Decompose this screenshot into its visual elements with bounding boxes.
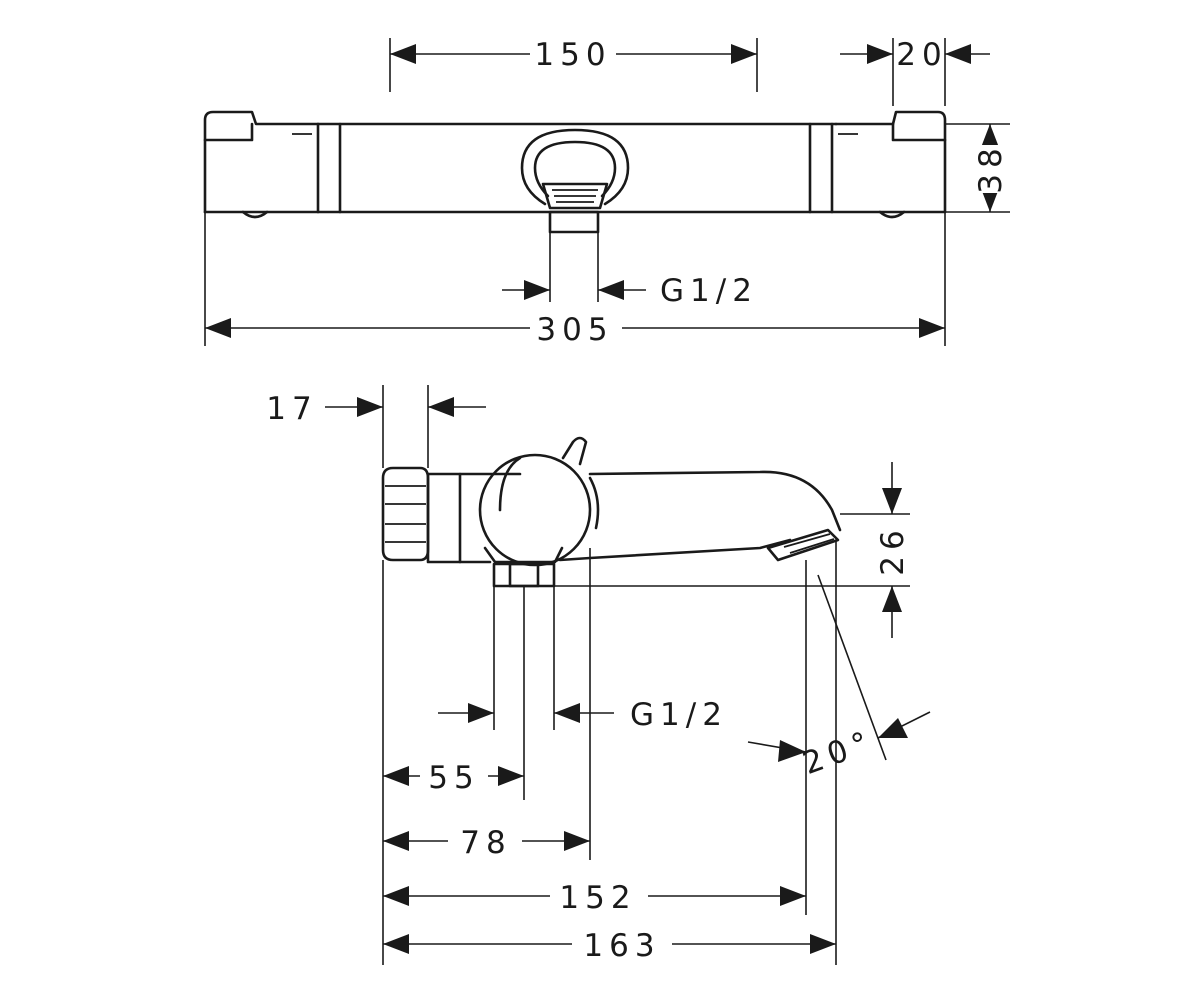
dimension-g12-side: G1/2 [438,697,728,733]
top-view: 150 20 38 [203,37,1010,348]
dimension-150: 150 [389,37,758,92]
dimension-55: 55 [383,760,524,796]
dimension-78: 78 [383,825,590,861]
dimension-163: 163 [383,928,836,964]
label-55: 55 [428,760,479,796]
mixer-body-top [203,110,947,234]
label-163: 163 [583,928,660,964]
dimension-38: 38 [945,123,1010,213]
label-26: 26 [875,524,911,575]
dimension-g12-top: G1/2 [502,232,758,309]
mixer-body-side [381,436,842,588]
side-view: 17 26 G1/2 [266,385,931,965]
label-g12-top: G1/2 [660,273,758,309]
label-g12-side: G1/2 [630,697,728,733]
label-305: 305 [536,312,613,348]
label-20: 20 [896,37,947,73]
label-150: 150 [534,37,611,73]
label-38: 38 [973,142,1009,193]
dimension-17: 17 [266,385,486,468]
dimension-angle-20: 20° [747,711,931,782]
label-17: 17 [266,391,317,427]
dimension-20: 20 [840,37,990,106]
label-152: 152 [559,880,636,916]
side-extension-lines [382,540,887,965]
label-78: 78 [460,825,511,861]
label-angle: 20° [798,723,879,782]
dimension-152: 152 [383,880,806,916]
dimension-26: 26 [555,462,911,638]
dimension-305: 305 [204,212,946,348]
